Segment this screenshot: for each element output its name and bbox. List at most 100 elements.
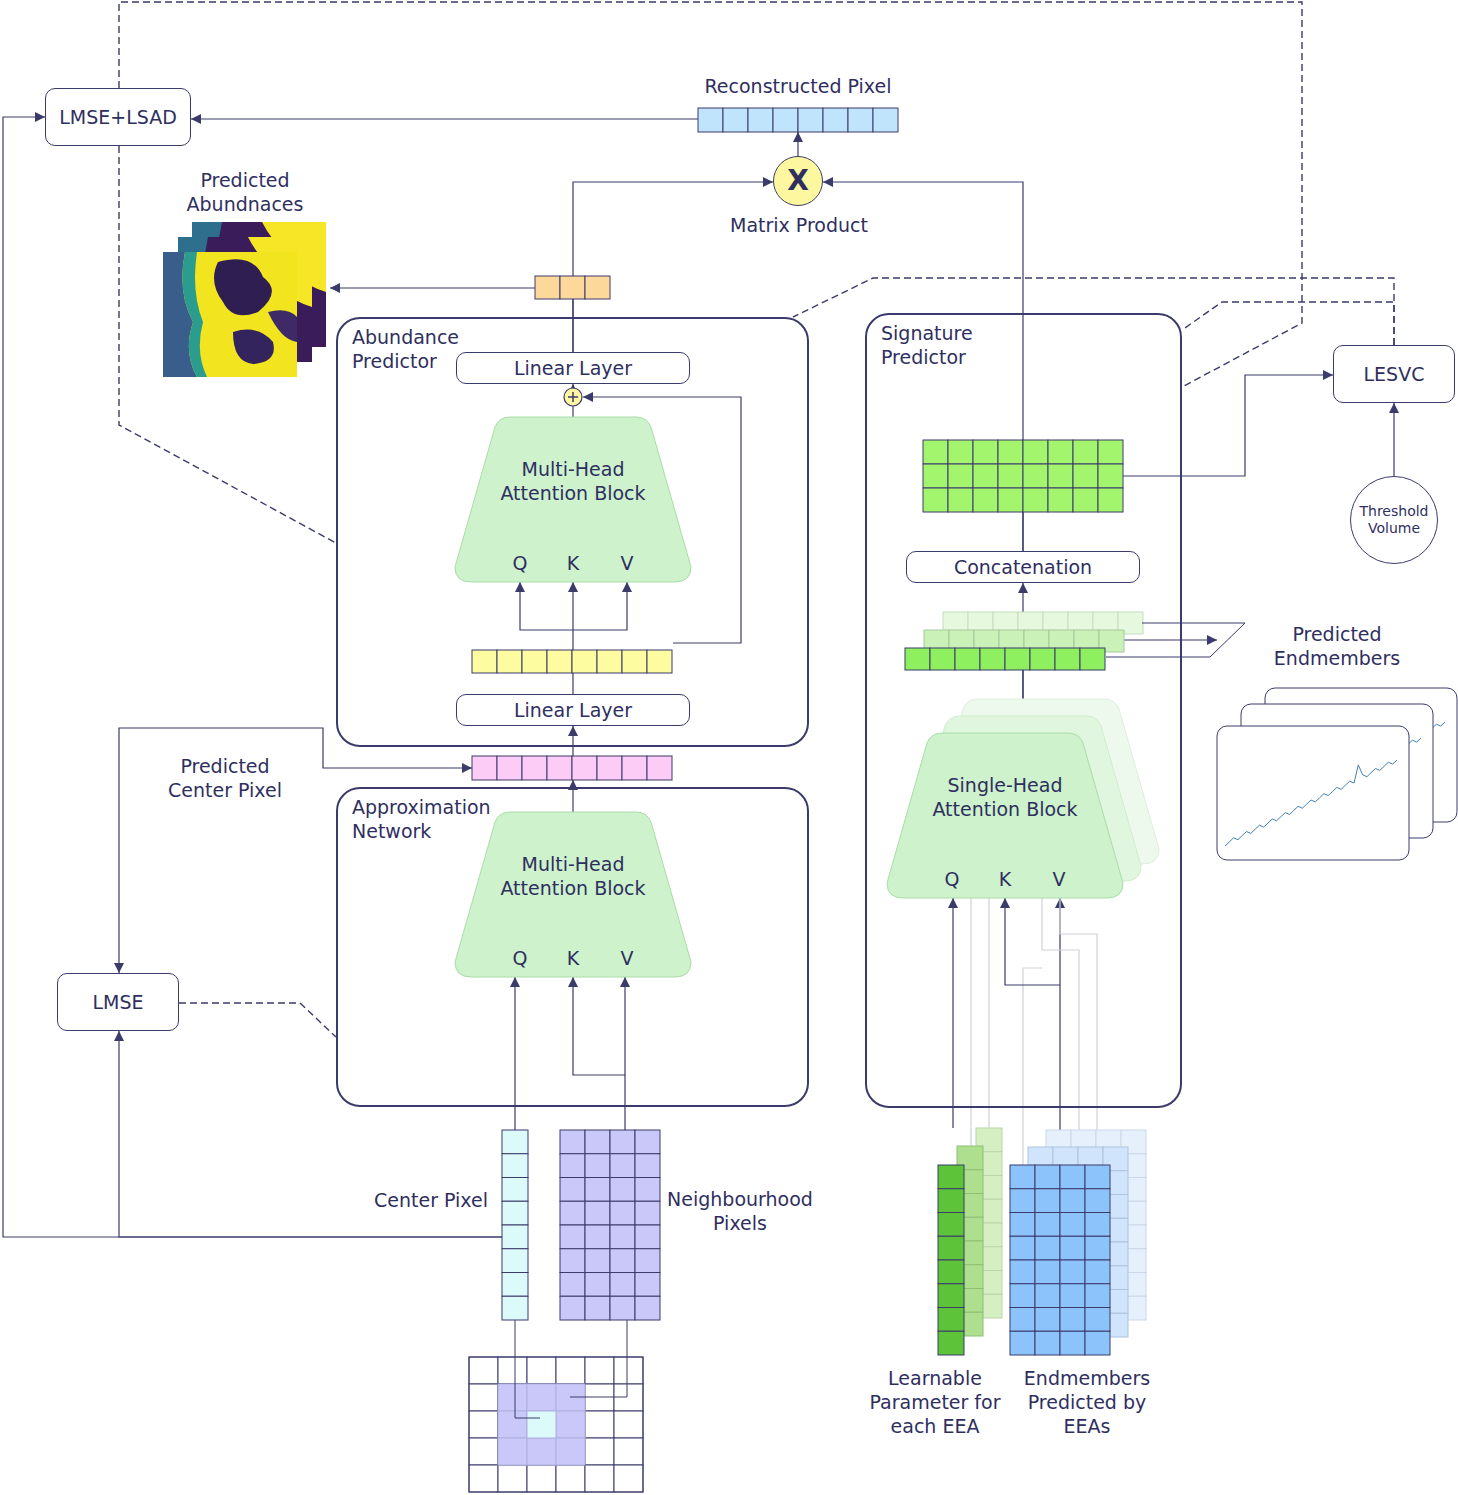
shape-drawing — [455, 812, 691, 977]
shape-drawing — [1085, 1308, 1110, 1332]
feature-vector — [905, 648, 930, 670]
flow-arrow — [572, 582, 573, 694]
shape-drawing — [455, 417, 691, 582]
feature-vector — [1048, 464, 1073, 488]
feature-vector — [1048, 440, 1073, 464]
shape-drawing — [560, 1130, 585, 1154]
feature-vector — [647, 650, 672, 673]
shape-drawing — [1060, 1165, 1085, 1189]
pixel-grid — [585, 1438, 614, 1465]
qkv-label: K — [561, 551, 585, 575]
flow-arrow — [119, 1031, 502, 1237]
shape-drawing — [1010, 1260, 1035, 1284]
heading-label: Predicted Center Pixel — [150, 754, 300, 802]
heading-label: Learnable Parameter for each EEA — [860, 1366, 1010, 1438]
flow-arrow — [572, 780, 573, 812]
feature-vector — [1055, 648, 1080, 670]
shape-drawing — [585, 1130, 610, 1154]
shape-drawing — [938, 1165, 964, 1189]
feature-vector — [560, 276, 585, 299]
shape-drawing — [1060, 1236, 1085, 1260]
process-box: Linear Layer — [456, 694, 690, 726]
pixel-grid — [498, 1438, 527, 1465]
shape-drawing — [163, 252, 297, 377]
shape-drawing — [522, 756, 547, 780]
pixel-grid — [527, 1465, 556, 1492]
shape-drawing — [585, 1296, 610, 1320]
shape-drawing — [1085, 1189, 1110, 1213]
shape-drawing — [1225, 760, 1397, 846]
shape-drawing — [1060, 1189, 1085, 1213]
shape-drawing — [1010, 1165, 1035, 1189]
shape-drawing — [773, 108, 798, 132]
attention-block: Multi-Head Attention BlockQKV — [455, 417, 691, 582]
shape-drawing — [560, 1130, 660, 1320]
pixel-grid — [469, 1465, 498, 1492]
grid-leader — [515, 1320, 627, 1418]
flow-arrow — [573, 182, 773, 352]
shape-drawing — [698, 108, 723, 132]
vector-block: Center Pixel — [502, 1130, 528, 1320]
shape-drawing — [1085, 1236, 1110, 1260]
feature-vector — [980, 648, 1005, 670]
shape-drawing — [560, 1296, 585, 1320]
flow-arrow — [823, 182, 1023, 551]
pixel-grid — [585, 1357, 614, 1384]
qkv-label: Q — [508, 946, 532, 970]
pixel-grid — [469, 1411, 498, 1438]
feature-vector — [1098, 440, 1123, 464]
shape-drawing — [823, 108, 848, 132]
feature-vector — [1023, 440, 1048, 464]
pixel-grid — [556, 1357, 585, 1384]
flow-arrow — [573, 977, 625, 1130]
shape-drawing — [635, 1296, 660, 1320]
add-symbol — [564, 388, 582, 406]
feature-vector — [1098, 488, 1123, 512]
pixel-grid — [556, 1438, 585, 1465]
shape-drawing — [873, 108, 898, 132]
shape-drawing — [610, 1296, 635, 1320]
pixel-grid — [469, 1357, 643, 1492]
shape-drawing — [622, 756, 647, 780]
box-label: Linear Layer — [514, 356, 632, 380]
heading-label: Center Pixel — [358, 1188, 488, 1212]
feature-vector — [585, 276, 610, 299]
feature-vector — [572, 650, 597, 673]
process-box: LMSE — [57, 973, 179, 1031]
input-stack: Endmembers Predicted by EEAs — [1010, 1130, 1148, 1355]
shape-drawing — [635, 1249, 660, 1273]
pixel-grid — [614, 1411, 643, 1438]
pixel-grid — [585, 1465, 614, 1492]
feature-vector — [923, 440, 948, 464]
shape-drawing — [938, 1213, 964, 1237]
pixel-grid — [556, 1411, 585, 1438]
shape-drawing — [1060, 1260, 1085, 1284]
shape-drawing — [635, 1225, 660, 1249]
shape-drawing — [938, 1284, 964, 1308]
shape-drawing — [1010, 1331, 1035, 1355]
pixel-grid — [527, 1411, 556, 1438]
block-title: Multi-Head Attention Block — [493, 457, 653, 505]
ghost-input-line — [988, 864, 989, 1130]
loss-link — [119, 146, 336, 543]
pixel-grid — [527, 1384, 556, 1411]
flow-arrow — [572, 726, 573, 756]
shape-drawing — [1010, 1130, 1148, 1355]
feature-vector — [497, 650, 522, 673]
pixel-grid — [498, 1357, 527, 1384]
flow-arrow — [3, 117, 502, 1237]
feature-vector — [472, 650, 497, 673]
pixel-grid — [498, 1411, 527, 1438]
box-label: Concatenation — [954, 555, 1092, 579]
shape-drawing — [502, 1225, 528, 1249]
loss-link — [1182, 302, 1394, 345]
feature-vector — [955, 648, 980, 670]
shape-drawing — [585, 1178, 610, 1202]
grid-leader — [570, 1320, 627, 1397]
shape-drawing — [502, 1178, 528, 1202]
shape-drawing — [502, 1154, 528, 1178]
shape-drawing — [182, 252, 207, 377]
shape-drawing — [1085, 1260, 1110, 1284]
process-box: LMSE+LSAD — [45, 88, 191, 146]
